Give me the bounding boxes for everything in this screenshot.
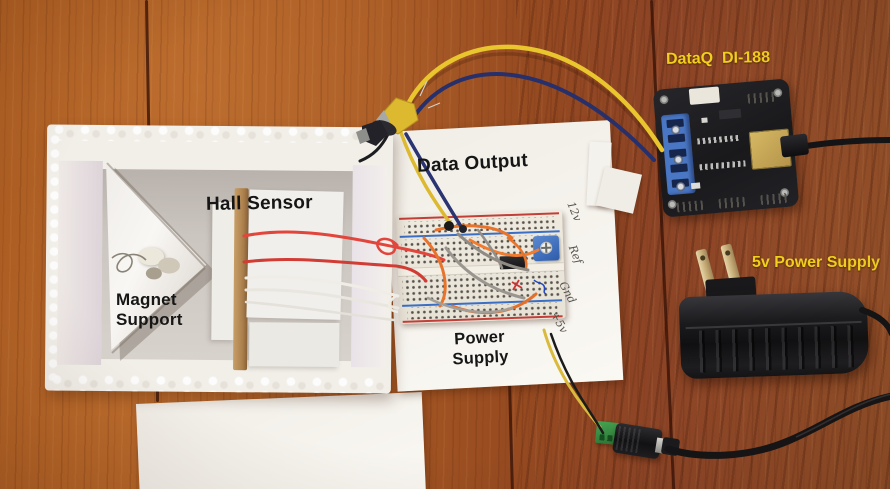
power-adapter-body	[678, 290, 870, 380]
smd-component	[690, 182, 701, 190]
adapter-ribs	[687, 325, 862, 373]
glue-textured-rim-bottom	[48, 374, 387, 394]
smd-component	[701, 117, 708, 124]
label-5v-power-supply: 5v Power Supply	[752, 254, 881, 271]
dc-jack-neck	[660, 436, 681, 457]
silkscreen-marks	[699, 160, 746, 171]
usb-plug	[779, 133, 810, 158]
breadboard-holes-lower	[402, 271, 561, 304]
label-hall-sensor: Hall Sensor	[205, 192, 313, 215]
pin-header	[760, 192, 788, 206]
pin-header	[676, 200, 704, 213]
terminal-screw	[675, 181, 686, 192]
plank-gap-left-lower	[156, 386, 159, 402]
pin-header	[747, 91, 777, 104]
potentiometer-screw	[539, 241, 553, 254]
box-right-wall	[351, 165, 387, 368]
terminal-slot	[667, 133, 686, 144]
potentiometer	[532, 235, 560, 262]
white-connector	[688, 86, 720, 105]
label-magnet-line2: Support	[116, 310, 183, 330]
label-dataq-di188: DataQ DI-188	[665, 49, 771, 68]
hall-sensor-stick	[233, 188, 249, 371]
box-left-wall	[57, 160, 103, 365]
smd-chip	[718, 108, 742, 120]
silkscreen-marks	[697, 134, 740, 145]
terminal-slot	[670, 163, 688, 173]
blank-paper-sheet	[135, 392, 427, 489]
breadboard	[396, 210, 566, 324]
label-magnet-support: Magnet Support	[116, 290, 183, 331]
dataq-di188-board	[652, 78, 800, 218]
label-power-supply: Power Supply	[451, 328, 509, 370]
pin-header	[718, 196, 746, 209]
ic-chip	[499, 255, 527, 270]
label-power-line1: Power	[453, 327, 506, 349]
magnet-shadow-bit	[145, 267, 162, 280]
sensor-card-bottom	[249, 322, 340, 368]
label-magnet-line1: Magnet	[116, 290, 177, 309]
mounting-hole	[659, 94, 669, 105]
glue-textured-rim-top	[51, 124, 390, 144]
mounting-hole	[667, 199, 678, 210]
foam-board-enclosure	[44, 124, 394, 394]
label-power-line2: Supply	[452, 347, 510, 369]
